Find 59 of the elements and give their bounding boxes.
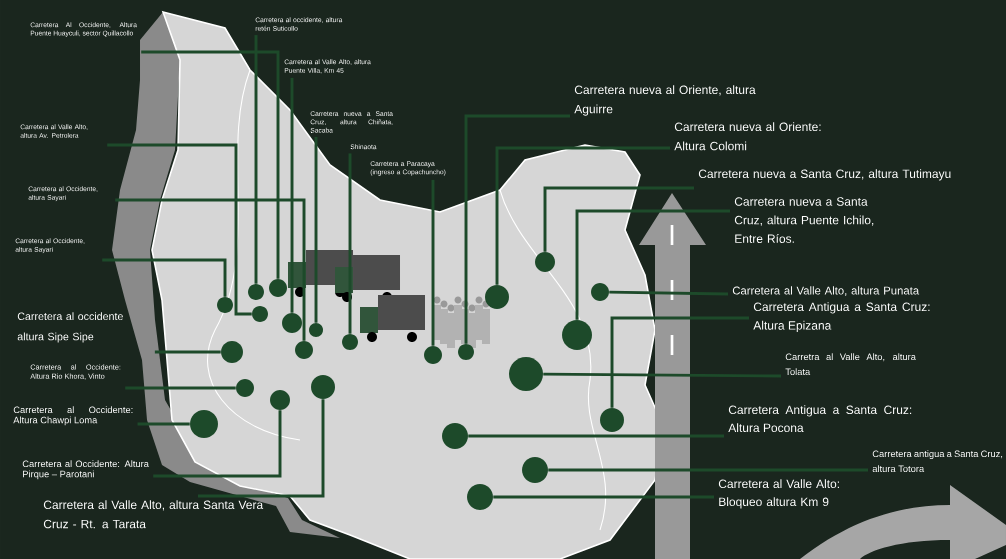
leader-line bbox=[254, 35, 258, 284]
leader-line bbox=[431, 179, 435, 346]
location-label: Carretera al Valle Alto, altura Punata bbox=[732, 286, 920, 296]
location-label: Carretera al Valle Alto: Bloqueo altura Km 9 bbox=[718, 479, 839, 509]
marker-dot bbox=[270, 390, 290, 410]
marker-dot bbox=[467, 484, 493, 510]
leader-line bbox=[153, 410, 282, 478]
marker-dot bbox=[600, 408, 624, 432]
location-label: Carretera nueva al Oriente, altura Aguirre bbox=[574, 85, 756, 116]
marker-dot bbox=[282, 313, 302, 333]
marker-dot bbox=[442, 423, 468, 449]
leader-line bbox=[543, 372, 781, 378]
location-label: Carretera Antigua a Santa Cruz: Altura Pocona bbox=[728, 405, 912, 433]
leader-line bbox=[154, 350, 221, 354]
leader-line bbox=[107, 143, 252, 316]
marker-dot bbox=[562, 320, 592, 350]
location-label: Carretera al Occidente: Altura Pirque – Parotani bbox=[22, 460, 149, 480]
location-label: Carretera al occidente altura Sipe Sipe bbox=[17, 312, 123, 343]
location-label: Carretera nueva a Santa Cruz, altura Puente Ichilo, Entre Ríos. bbox=[734, 197, 874, 243]
leader-line bbox=[348, 153, 352, 334]
leader-line bbox=[464, 114, 570, 344]
leader-line bbox=[609, 290, 729, 296]
marker-dot bbox=[424, 346, 442, 364]
location-label: Carretera nueva al Oriente: Altura Colomi bbox=[674, 122, 821, 151]
marker-dot bbox=[190, 410, 218, 438]
leader-line bbox=[125, 386, 236, 390]
marker-dot bbox=[295, 341, 313, 359]
location-label: Carretra al Valle Alto, altura Tolata bbox=[785, 353, 916, 376]
marker-dot bbox=[535, 252, 555, 272]
marker-dot bbox=[458, 344, 474, 360]
leader-line bbox=[548, 468, 868, 472]
marker-dot bbox=[342, 334, 358, 350]
marker-dot bbox=[309, 323, 323, 337]
leader-line bbox=[115, 198, 306, 341]
leader-line bbox=[141, 50, 280, 279]
leader-line bbox=[198, 399, 325, 498]
location-label: Carretera Antigua a Santa Cruz: Altura Epizana bbox=[753, 302, 930, 333]
marker-dot bbox=[485, 285, 509, 309]
leader-line bbox=[543, 186, 694, 252]
location-label: Carretera al Occidente: Altura Chawpi Loma bbox=[13, 406, 133, 426]
leader-line bbox=[290, 77, 294, 313]
marker-dot bbox=[236, 379, 254, 397]
marker-dot bbox=[217, 297, 233, 313]
leader-line bbox=[575, 209, 730, 320]
marker-dot bbox=[311, 375, 335, 399]
marker-dot bbox=[269, 279, 287, 297]
location-label: Carretera al Valle Alto, altura Santa Vera Cruz - Rt. a Tarata bbox=[43, 500, 264, 529]
leader-line bbox=[495, 146, 670, 285]
marker-dot bbox=[591, 283, 609, 301]
leader-line bbox=[493, 495, 714, 499]
leader-line bbox=[468, 434, 724, 438]
marker-dot bbox=[221, 341, 243, 363]
leader-line bbox=[610, 316, 749, 408]
marker-dot bbox=[522, 457, 548, 483]
marker-dot bbox=[248, 284, 264, 300]
location-label: Carretera nueva a Santa Cruz, altura Tutimayu bbox=[698, 169, 951, 181]
marker-dot bbox=[509, 357, 543, 391]
location-label: Carretera antigua a Santa Cruz, altura Totora bbox=[872, 450, 1003, 473]
marker-dot bbox=[252, 306, 268, 322]
